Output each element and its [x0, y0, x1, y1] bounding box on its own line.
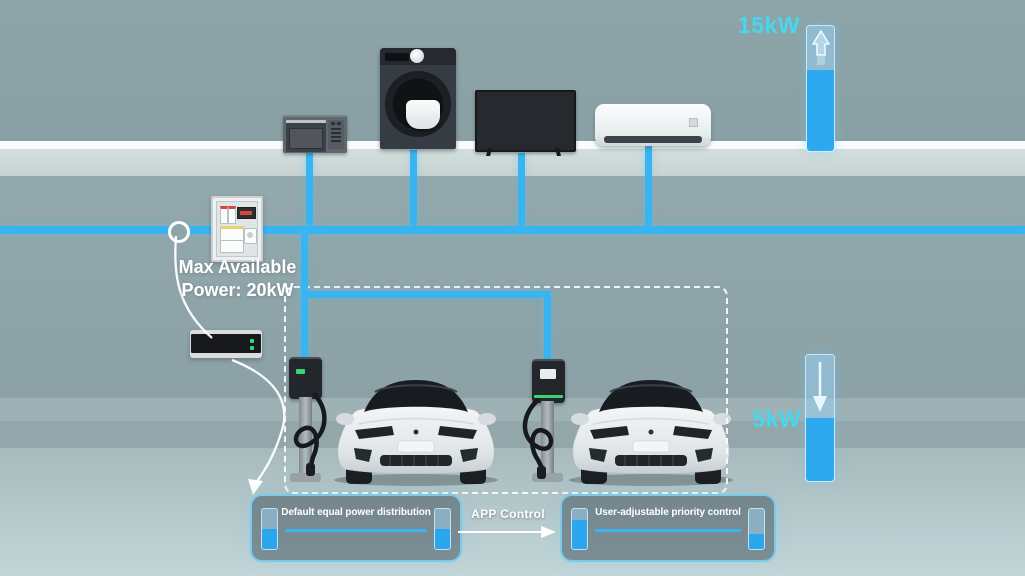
ev-charger-right-pole — [541, 401, 554, 476]
washer-control-strip — [380, 48, 456, 65]
charger-led — [296, 369, 305, 374]
power-line-washer — [410, 150, 417, 228]
washer-addwash-hatch — [406, 100, 440, 129]
ev-car-left — [334, 380, 498, 486]
load-controller — [190, 330, 262, 358]
flow-arrow-to-default-mode — [231, 358, 286, 495]
app-control-arrow — [458, 526, 556, 538]
connector-curve — [174, 235, 213, 339]
aircon-indicator — [689, 118, 698, 127]
power-line-microwave — [306, 150, 313, 228]
ev-power-gauge-fill — [806, 418, 834, 481]
power-line-tv — [518, 153, 525, 228]
load-controller-face — [191, 334, 261, 353]
ev-charger-left-base — [290, 473, 321, 482]
power-line-aircon — [645, 146, 652, 228]
distribution-panel-interior — [216, 201, 258, 257]
default-mode-label: Default equal power distribution — [281, 507, 431, 518]
power-line-charger-right — [544, 291, 551, 362]
bus-tap-node — [168, 221, 190, 243]
max-power-label-line2: Power: 20kW — [181, 280, 294, 300]
power-bus-line — [0, 226, 1025, 234]
mini-gauge-right — [748, 508, 765, 550]
washer-display — [385, 53, 409, 61]
mini-gauge-right — [434, 508, 451, 550]
home-power-gauge-fill — [807, 69, 834, 151]
home-power-gauge — [806, 25, 835, 152]
floor-band — [0, 398, 1025, 421]
max-power-label-line1: Max Available — [178, 257, 297, 277]
microwave-door — [286, 120, 326, 152]
washing-machine — [380, 48, 456, 149]
microwave-control-panel — [328, 120, 344, 149]
washer-knob — [410, 49, 424, 63]
washer-door — [385, 71, 451, 137]
adjustable-mode-underline — [595, 529, 741, 532]
distribution-panel — [211, 196, 263, 262]
ev-power-gauge — [805, 354, 835, 482]
garage-boundary — [284, 286, 728, 494]
default-mode-underline — [285, 529, 427, 532]
air-conditioner — [595, 104, 711, 146]
adjustable-mode-card: User-adjustable priority control — [560, 494, 776, 562]
ev-charger-right-head — [532, 359, 565, 403]
charger-led-strip — [534, 395, 563, 398]
app-control-label: APP Control — [471, 507, 545, 521]
power-branch-line — [301, 291, 551, 298]
microwave — [283, 115, 347, 153]
garage-floor — [0, 448, 1025, 576]
max-power-label: Max Available Power: 20kW — [150, 256, 325, 302]
charging-cable — [293, 393, 327, 476]
ev-power-label: 5kW — [752, 406, 801, 432]
default-mode-card: Default equal power distribution — [250, 494, 462, 562]
aircon-vent — [604, 136, 702, 143]
charging-cable — [522, 398, 554, 479]
television — [475, 90, 576, 152]
shelf-front — [0, 149, 1025, 176]
status-led — [250, 346, 254, 350]
home-power-label: 15kW — [737, 12, 800, 38]
mini-gauge-left — [261, 508, 278, 550]
status-led — [250, 339, 254, 343]
ev-charger-left-head — [289, 357, 322, 399]
ev-charger-left-pole — [299, 397, 312, 476]
charger-screen — [540, 369, 556, 379]
arrow-down-icon — [813, 362, 827, 412]
floor-band — [0, 421, 1025, 448]
arrow-up-icon — [812, 30, 830, 65]
ev-charger-right-base — [532, 473, 563, 482]
mini-gauge-left — [571, 508, 588, 550]
adjustable-mode-label: User-adjustable priority control — [595, 507, 741, 518]
